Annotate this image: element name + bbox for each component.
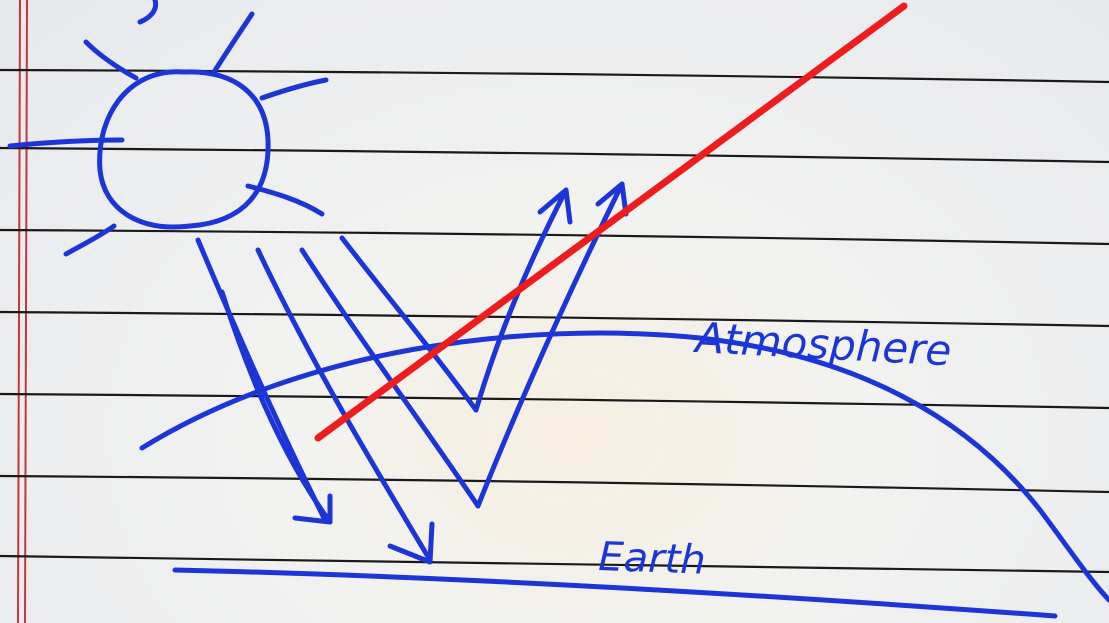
arrow-head-icon xyxy=(292,493,333,525)
sun-ray xyxy=(83,39,139,81)
ruled-line xyxy=(0,228,1109,246)
sun-ray xyxy=(7,137,125,149)
ruled-line xyxy=(0,392,1109,410)
earth-line xyxy=(172,567,1058,619)
sun-ray xyxy=(245,183,325,217)
ruled-line xyxy=(0,554,1109,574)
strike-through-line xyxy=(314,2,908,442)
incoming-ray xyxy=(255,247,433,563)
reflected-ray-in xyxy=(339,235,479,413)
arrow-head-icon xyxy=(387,521,435,565)
atmosphere-curve xyxy=(139,330,1109,603)
sun-ray xyxy=(137,0,159,25)
ruled-line xyxy=(0,310,1109,328)
sun-body xyxy=(97,69,271,230)
reflected-ray-out xyxy=(473,187,569,413)
reflected-ray-in xyxy=(299,247,481,509)
incoming-ray xyxy=(219,289,333,525)
ink-drawing xyxy=(7,0,1109,619)
ruled-line xyxy=(0,474,1109,494)
sun-ray xyxy=(259,77,329,101)
sun-icon xyxy=(7,0,329,257)
earth-label: Earth xyxy=(598,534,707,584)
arrow-head-icon xyxy=(595,181,629,217)
sun-ray xyxy=(63,223,117,257)
ruled-line xyxy=(0,146,1109,164)
arrow-head-icon xyxy=(537,187,573,225)
sun-ray xyxy=(211,11,255,75)
